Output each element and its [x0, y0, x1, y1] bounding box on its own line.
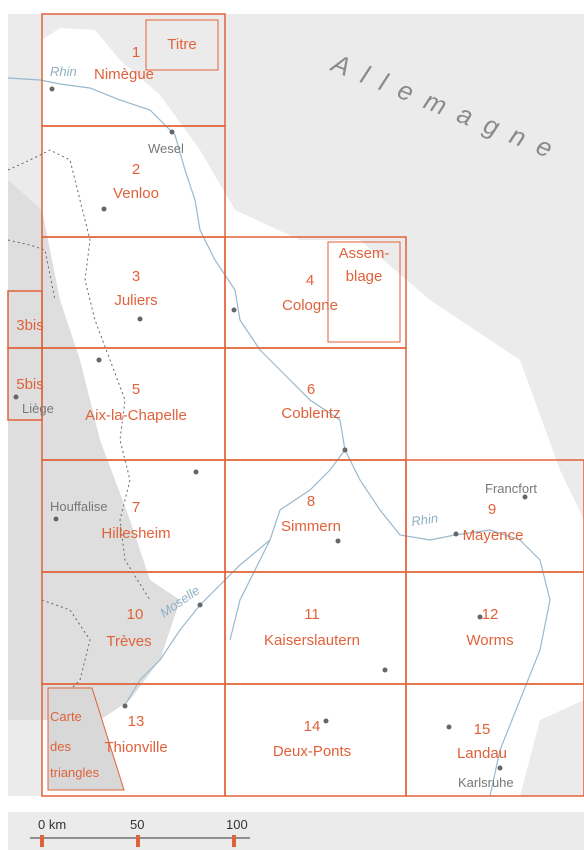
- assemblage-label-line2: blage: [346, 268, 383, 285]
- city-dot: [522, 494, 528, 500]
- sheet-13-name: Thionville: [104, 739, 167, 756]
- sheet-10-number: 10: [127, 606, 144, 623]
- city-dot: [497, 765, 503, 771]
- sheet-4-name: Cologne: [282, 297, 338, 314]
- moselle-river: [124, 539, 271, 706]
- city-dot: [382, 667, 388, 673]
- sheet-12-name: Worms: [466, 632, 513, 649]
- city-dot: [335, 538, 341, 544]
- triangles-label-line3: triangles: [50, 765, 100, 780]
- sheet-15-name: Landau: [457, 745, 507, 762]
- city-dot: [446, 724, 452, 730]
- sheet-9-name: Mayence: [463, 527, 524, 544]
- sheet-5bis-frame[interactable]: [7, 347, 43, 421]
- city-label-houffalise: Houffalise: [50, 499, 108, 514]
- triangles-label-line1: Carte: [50, 709, 82, 724]
- river-label-rhin-south: Rhin: [410, 510, 439, 529]
- scale-label: 100: [226, 817, 248, 832]
- city-dot: [323, 718, 329, 724]
- border-line-2: [7, 239, 56, 301]
- sheet-3bis-label: 3bis: [16, 317, 44, 334]
- city-dot: [53, 516, 59, 522]
- scale-label: 0 km: [38, 817, 66, 832]
- sheet-8-name: Simmern: [281, 518, 341, 535]
- assemblage-label-line1: Assem-: [339, 245, 390, 262]
- sheet-15-number: 15: [474, 721, 491, 738]
- city-dot: [137, 316, 143, 322]
- city-dot: [477, 614, 483, 620]
- titre-label: Titre: [167, 36, 196, 53]
- sheet-5bis-label: 5bis: [16, 376, 44, 393]
- sheet-9-number: 9: [488, 501, 496, 518]
- sheet-11-number: 11: [304, 606, 320, 623]
- city-dot: [193, 469, 199, 475]
- sheet-15-frame[interactable]: [405, 683, 584, 797]
- border-line-3: [41, 599, 91, 701]
- sheet-14-number: 14: [304, 718, 321, 735]
- sheet-3-number: 3: [132, 268, 140, 285]
- sheet-2-number: 2: [132, 161, 140, 178]
- city-dot: [96, 357, 102, 363]
- sheet-6-number: 6: [307, 381, 315, 398]
- sheet-2-name: Venloo: [113, 185, 159, 202]
- sheet-12-number: 12: [482, 606, 499, 623]
- sheet-14-name: Deux-Ponts: [273, 743, 351, 760]
- city-dot: [101, 206, 107, 212]
- region-west: [8, 180, 180, 720]
- sheet-10-name: Trèves: [106, 633, 151, 650]
- assemblage-inset-frame[interactable]: [327, 241, 401, 343]
- sheet-7-name: Hillesheim: [101, 525, 170, 542]
- city-dot: [197, 602, 203, 608]
- scale-tick: [136, 835, 140, 847]
- scale-panel: [8, 812, 584, 850]
- river-label-rhin: Rhin: [50, 64, 77, 79]
- sheet-5-number: 5: [132, 381, 140, 398]
- scale-label: 50: [130, 817, 144, 832]
- city-dot: [453, 531, 459, 537]
- sheet-4-number: 4: [306, 272, 314, 289]
- city-label-karlsruhe: Karlsruhe: [458, 775, 514, 790]
- sheet-11-name: Kaiserslautern: [264, 632, 360, 649]
- scale-tick: [232, 835, 236, 847]
- rhine-river: [7, 77, 346, 641]
- city-label-wesel: Wesel: [148, 141, 184, 156]
- city-dot: [231, 307, 237, 313]
- triangles-label-line2: des: [50, 739, 71, 754]
- sheet-5-name: Aix-la-Chapelle: [85, 407, 187, 424]
- sheet-3-name: Juliers: [114, 292, 157, 309]
- city-label-francfort: Francfort: [485, 481, 537, 496]
- city-dots: [13, 86, 528, 771]
- city-dot: [169, 129, 175, 135]
- sheet-13-number: 13: [128, 713, 145, 730]
- sheet-7-number: 7: [132, 499, 140, 516]
- sheet-grid: [7, 13, 584, 797]
- sheet-8-number: 8: [307, 493, 315, 510]
- city-label-liege: Liège: [22, 401, 54, 416]
- rhine-river-south: [344, 449, 551, 797]
- triangles-inset-frame[interactable]: [47, 687, 125, 791]
- city-dot: [342, 447, 348, 453]
- city-dot: [13, 394, 19, 400]
- sheet-1-name: Nimègue: [94, 66, 154, 83]
- city-dot: [49, 86, 55, 92]
- titre-inset-frame[interactable]: [145, 19, 219, 71]
- scale-bar: 0 km 50 100: [30, 817, 250, 847]
- city-dot: [122, 703, 128, 709]
- sheet-1-number: 1: [132, 44, 140, 61]
- sheet-6-name: Coblentz: [281, 405, 340, 422]
- scale-tick: [40, 835, 44, 847]
